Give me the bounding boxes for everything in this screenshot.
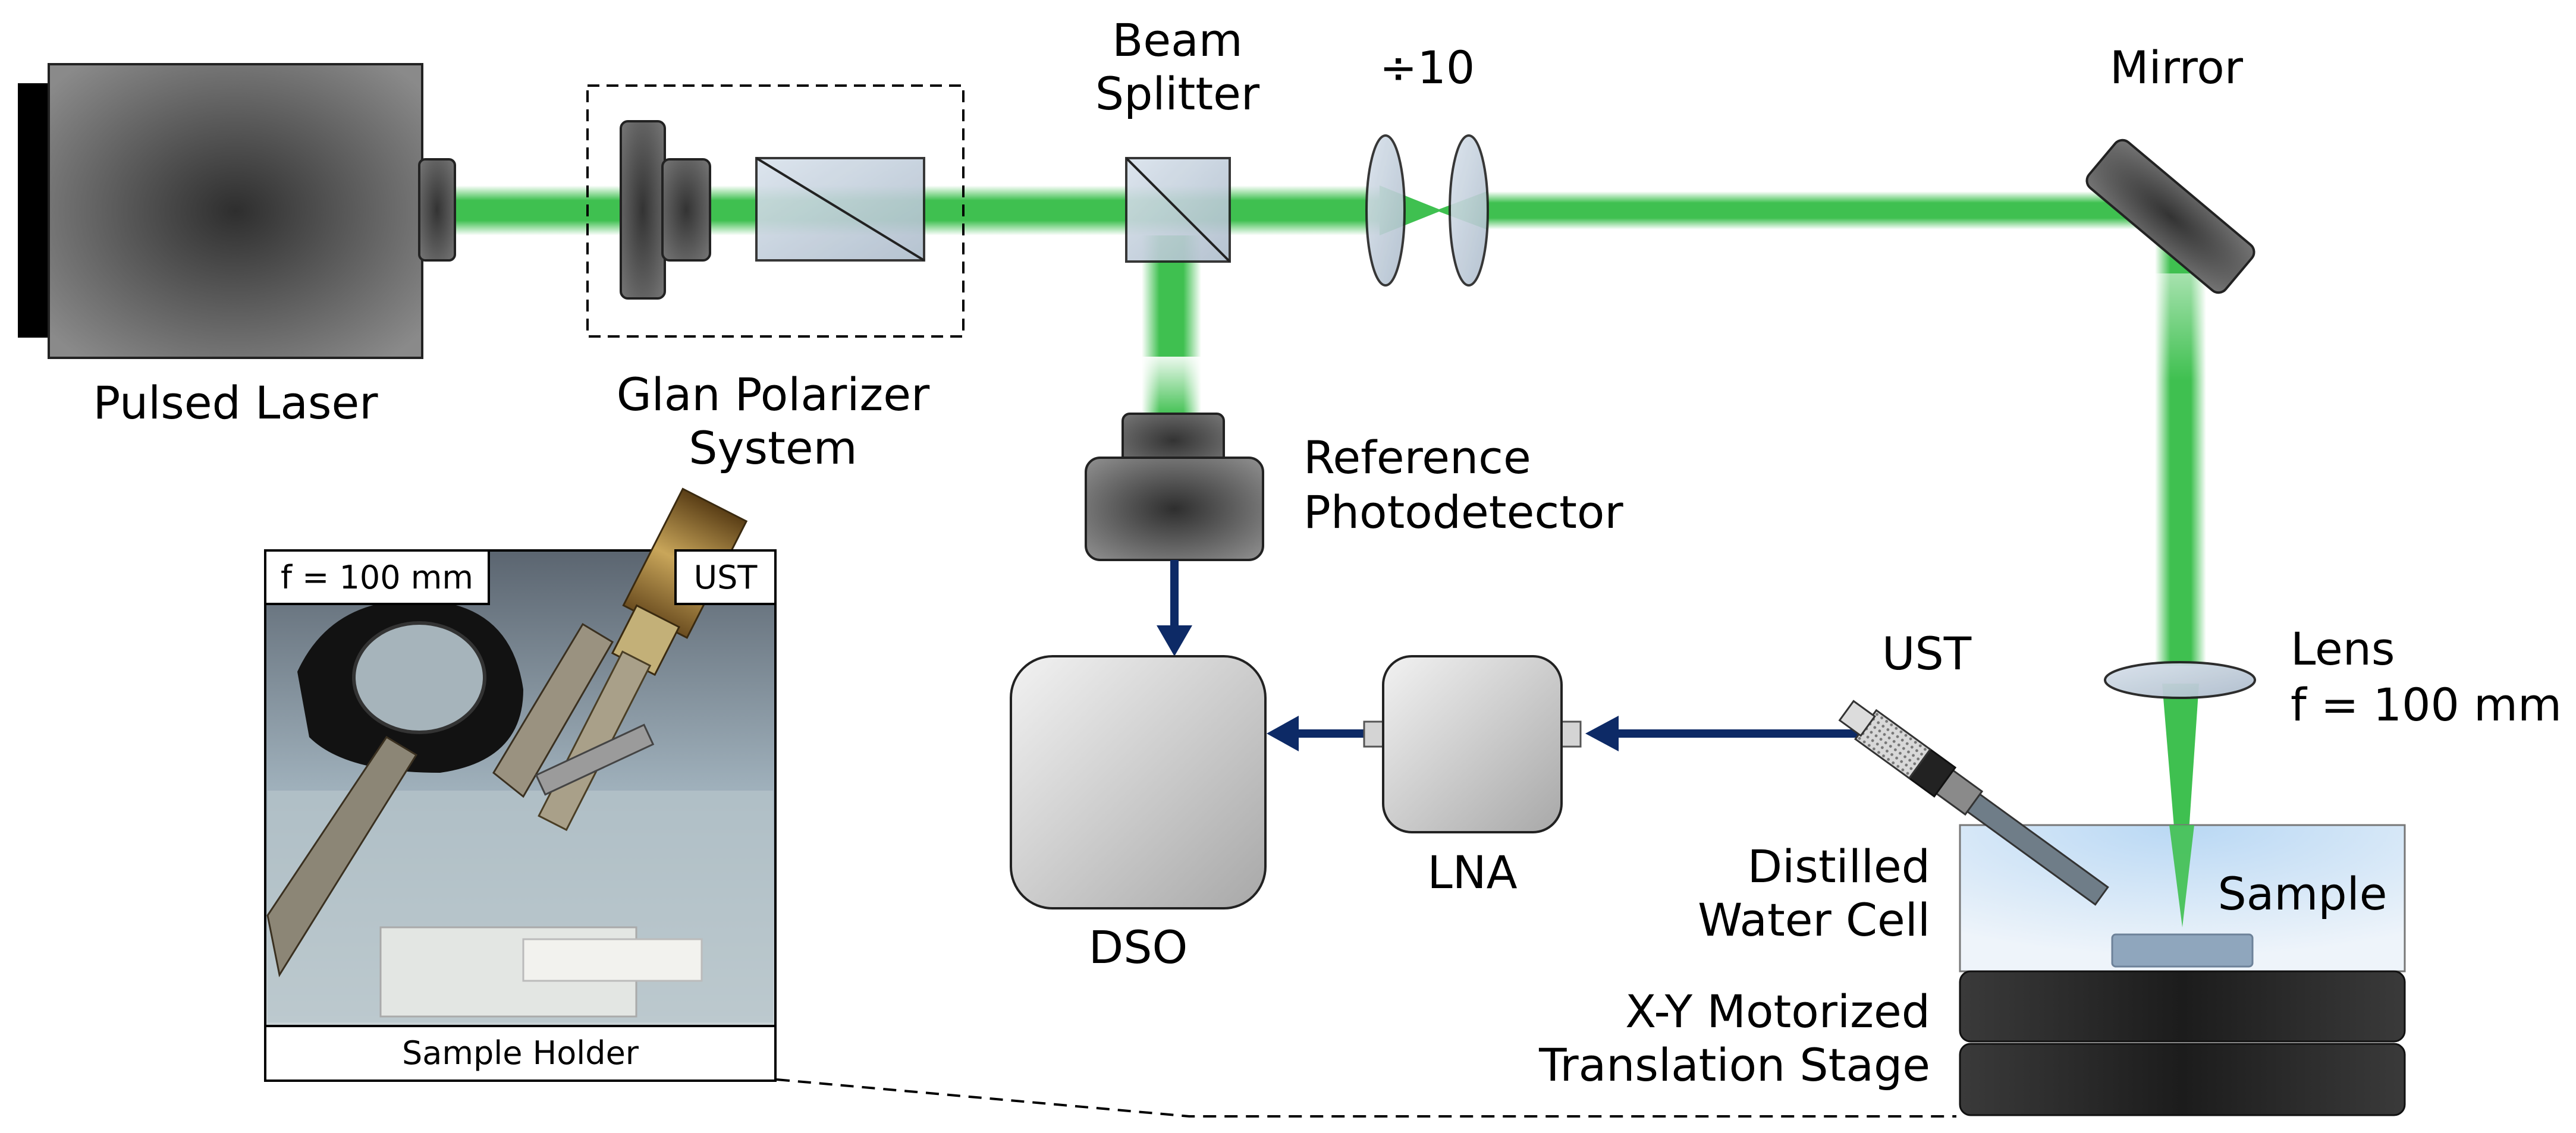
pulsed-laser-aperture [418,158,456,262]
focusing-lens [2104,661,2256,699]
ust-label: UST [1882,627,1972,680]
dso-box [1010,655,1267,909]
reference-photodetector-label-1: Reference [1303,431,1531,484]
translation-stage-lower [1959,1043,2406,1116]
dso-label: DSO [1089,921,1188,974]
photo-tag-left-box [264,549,490,605]
beam-horizontal-right [1487,191,2188,229]
translation-stage-label-2: Translation Stage [1538,1038,1930,1091]
ust-transducer [1838,700,2109,906]
pulsed-laser-body [48,63,423,359]
lna-label: LNA [1427,846,1517,899]
focusing-lens-label-2: f = 100 mm [2291,678,2562,731]
beam-vertical-reference-fade [1142,357,1201,416]
photo-tag-right: UST [694,559,758,596]
arrow-lna-to-dso-head [1267,716,1299,751]
lna-input-port [1560,720,1582,748]
lna-box [1382,655,1563,833]
translation-stage-upper [1959,970,2406,1043]
arrow-ust-to-lna-head [1585,716,1619,751]
focusing-lens-label-1: Lens [2291,622,2395,675]
glan-polarizer-label-1: Glan Polarizer [617,368,930,421]
water-cell-label-1: Distilled [1748,840,1930,893]
glan-polarizer-prism-diagonal [755,157,925,262]
photo-leader-line [776,1078,1956,1118]
attenuator-lens-2 [1449,134,1489,287]
photo-caption-box [264,1025,777,1082]
arrow-photodetector-to-dso-head [1157,625,1192,656]
beam-splitter-label-1: Beam [1112,14,1243,67]
photo-tag-right-box [674,549,777,605]
beam-vertical-lens-fade [2155,273,2206,380]
mirror [2085,139,2255,294]
photo-caption: Sample Holder [402,1034,639,1072]
glan-polarizer-label-2: System [689,421,857,474]
sample-holder-photo: f = 100 mm UST Sample Holder [264,487,777,1082]
beam-focus-in-water [2169,825,2194,927]
sample-label: Sample [2218,867,2387,920]
glan-polarizer-mount-collar [661,158,711,262]
translation-stage-label-1: X-Y Motorized [1625,985,1930,1038]
pulsed-laser-label: Pulsed Laser [93,376,378,429]
sample-slab [2111,933,2254,968]
beam-splitter-label-2: Splitter [1095,67,1260,120]
photo-tag-left: f = 100 mm [281,559,473,596]
reference-photodetector-body [1085,457,1264,561]
glan-polarizer-mount [620,120,666,300]
lna-output-port [1363,720,1384,748]
beam-splitter-diagonal [1125,157,1231,263]
attenuator-lens-1 [1365,134,1406,287]
water-cell-label-2: Water Cell [1698,893,1930,946]
attenuator-label: ÷10 [1380,41,1475,94]
mirror-label: Mirror [2110,41,2244,94]
beam-focus-into-sample [2162,684,2199,927]
glan-polarizer-enclosure [586,84,965,338]
reference-photodetector-label-2: Photodetector [1303,486,1623,539]
